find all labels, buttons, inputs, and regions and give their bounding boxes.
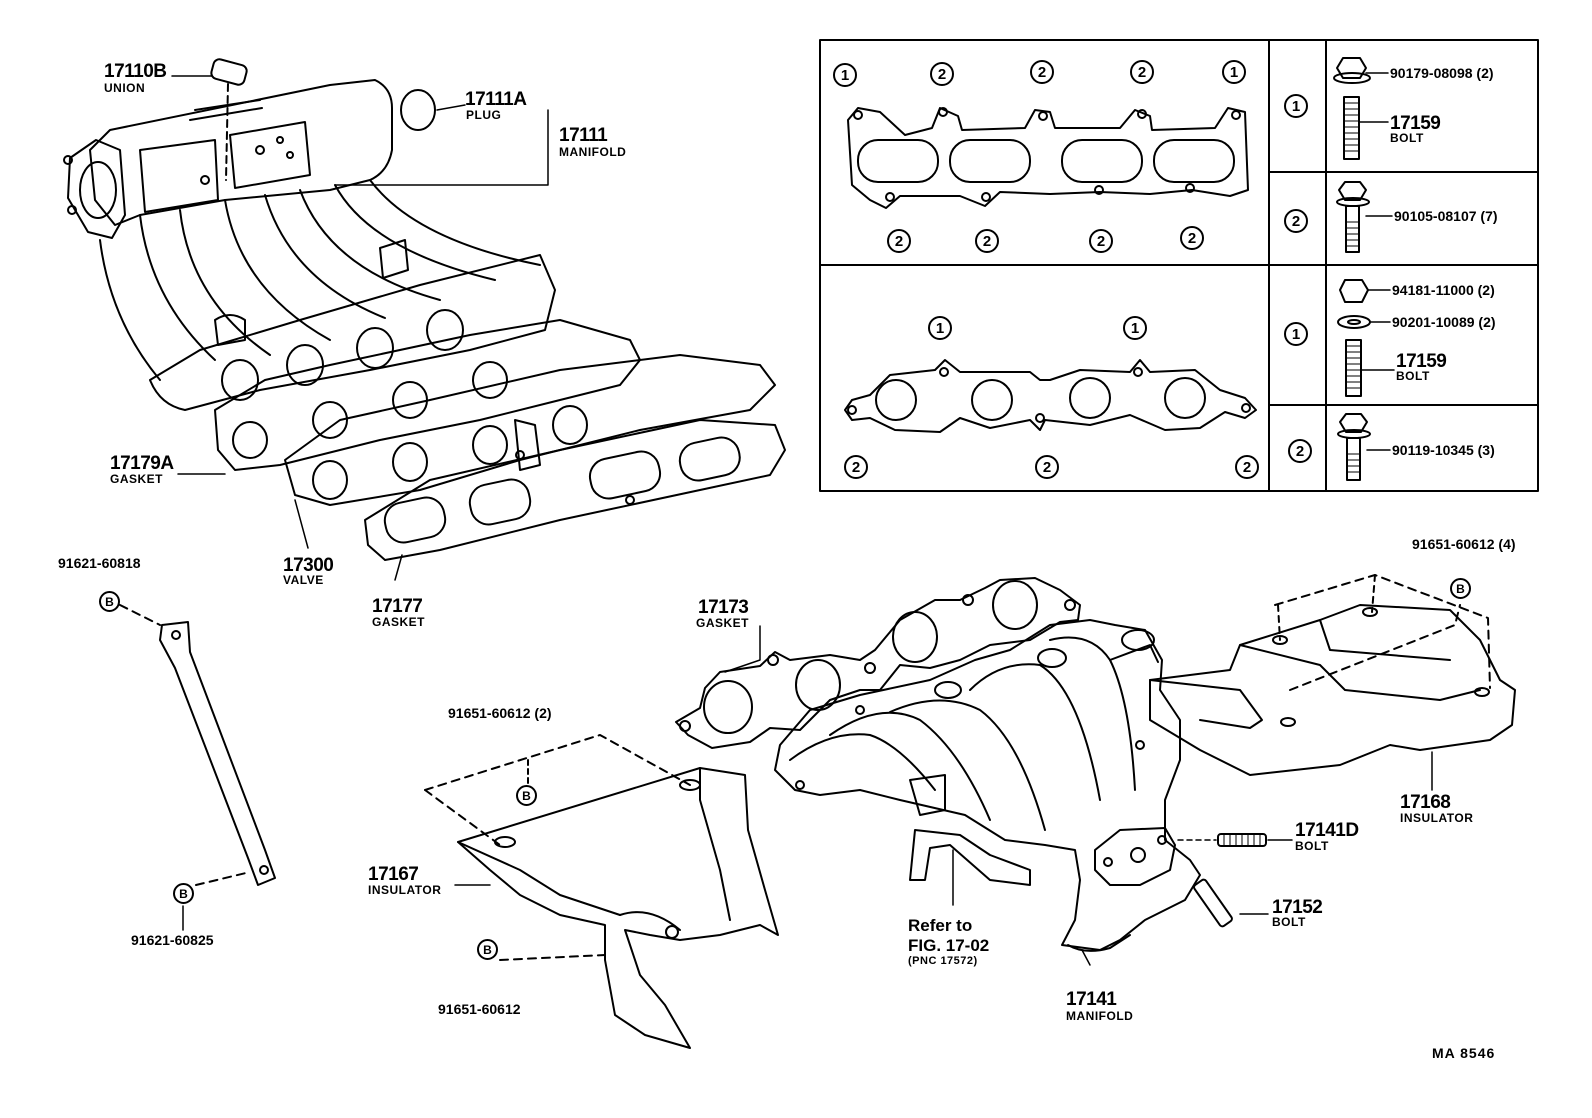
exhaust-manifold-part-number: 17141 <box>1066 989 1117 1010</box>
stud-17152-part-number: 17152 <box>1272 897 1323 918</box>
table-row-1-marker: 1 <box>1284 94 1308 118</box>
table-marker: 2 <box>844 455 868 479</box>
stud-17141d-part-number: 17141D <box>1295 820 1359 841</box>
intake-gaskets-drawing <box>214 319 786 561</box>
table-marker: 2 <box>930 62 954 86</box>
table-marker: 2 <box>1235 455 1259 479</box>
lower-insulator-top-bolt-number: 91651-60612 (2) <box>448 705 552 721</box>
table-row-2-part-1: 90105-08107 (7) <box>1394 208 1498 224</box>
exhaust-gasket-drawing <box>675 577 1081 749</box>
table-row-3-part-3: 17159 <box>1396 351 1447 372</box>
upper-insulator-bolt-marker: B <box>1450 578 1471 599</box>
table-marker: 2 <box>1180 226 1204 250</box>
table-marker: 2 <box>1035 455 1059 479</box>
table-marker: 2 <box>975 229 999 253</box>
stay-bottom-marker: B <box>173 883 194 904</box>
table-row-3-part-3-name: BOLT <box>1396 369 1430 383</box>
union-drawing <box>210 58 248 181</box>
intake-manifold-part-name: MANIFOLD <box>559 145 627 159</box>
table-row-1-part-2-name: BOLT <box>1390 131 1424 145</box>
exhaust-gasket-part-name: GASKET <box>696 616 750 630</box>
plug-part-name: PLUG <box>466 108 502 122</box>
stay-bracket-drawing <box>119 604 276 931</box>
gasket-17177-part-name: GASKET <box>372 615 426 629</box>
table-row-3-marker: 1 <box>1284 322 1308 346</box>
stay-top-marker: B <box>99 591 120 612</box>
upper-insulator-drawing <box>1149 574 1516 791</box>
bolt-table <box>819 39 1539 492</box>
table-marker: 2 <box>1130 60 1154 84</box>
lower-insulator-drawing <box>424 734 779 1049</box>
upper-insulator-part-number: 17168 <box>1400 792 1451 813</box>
table-marker: 1 <box>1123 316 1147 340</box>
stud-17152-part-name: BOLT <box>1272 915 1306 929</box>
table-marker: 2 <box>1089 229 1113 253</box>
table-marker: 1 <box>1222 60 1246 84</box>
table-row-3-part-2: 90201-10089 (2) <box>1392 314 1496 330</box>
table-marker: 2 <box>1030 60 1054 84</box>
stay-bottom-bolt-number: 91621-60825 <box>131 932 214 948</box>
upper-insulator-bolt-number: 91651-60612 (4) <box>1412 536 1516 552</box>
exhaust-gasket-part-number: 17173 <box>698 597 749 618</box>
refer-line2: FIG. 17-02 <box>908 936 990 955</box>
lower-insulator-part-number: 17167 <box>368 864 419 885</box>
lower-insulator-top-bolt-marker: B <box>516 785 537 806</box>
table-marker: 2 <box>887 229 911 253</box>
lower-insulator-part-name: INSULATOR <box>368 883 442 897</box>
lower-insulator-bottom-bolt-marker: B <box>477 939 498 960</box>
plug-drawing <box>400 89 436 131</box>
intake-gasket-part-number: 17179A <box>110 453 174 474</box>
refer-line3: (PNC 17572) <box>908 955 978 967</box>
lower-insulator-bottom-bolt-number: 91651-60612 <box>438 1001 521 1017</box>
table-row-4-part-1: 90119-10345 (3) <box>1392 442 1495 458</box>
table-row-1-part-1: 90179-08098 (2) <box>1390 65 1494 81</box>
table-marker: 1 <box>928 316 952 340</box>
union-part-name: UNION <box>104 81 146 95</box>
intake-gasket-part-name: GASKET <box>110 472 164 486</box>
table-row-1-part-2: 17159 <box>1390 113 1441 134</box>
intake-manifold-part-number: 17111 <box>559 125 608 146</box>
exhaust-manifold-drawing <box>774 619 1201 966</box>
intake-leaders <box>171 75 549 581</box>
union-part-number: 17110B <box>104 61 167 82</box>
table-row-4-marker: 2 <box>1288 439 1312 463</box>
valve-part-number: 17300 <box>283 555 334 576</box>
exhaust-studs-drawing <box>1177 833 1293 928</box>
intake-manifold-drawing <box>63 79 556 411</box>
valve-part-name: VALVE <box>283 573 324 587</box>
exhaust-manifold-part-name: MANIFOLD <box>1066 1009 1134 1023</box>
plug-part-number: 17111A <box>465 89 527 110</box>
gasket-17177-part-number: 17177 <box>372 596 423 617</box>
upper-insulator-part-name: INSULATOR <box>1400 811 1474 825</box>
table-row-2-marker: 2 <box>1284 209 1308 233</box>
stud-17141d-part-name: BOLT <box>1295 839 1329 853</box>
stay-top-bolt-number: 91621-60818 <box>58 555 141 571</box>
refer-line1: Refer to <box>908 916 973 935</box>
table-row-3-part-1: 94181-11000 (2) <box>1392 282 1495 298</box>
table-marker: 1 <box>833 63 857 87</box>
figure-code: MA 8546 <box>1432 1045 1496 1061</box>
